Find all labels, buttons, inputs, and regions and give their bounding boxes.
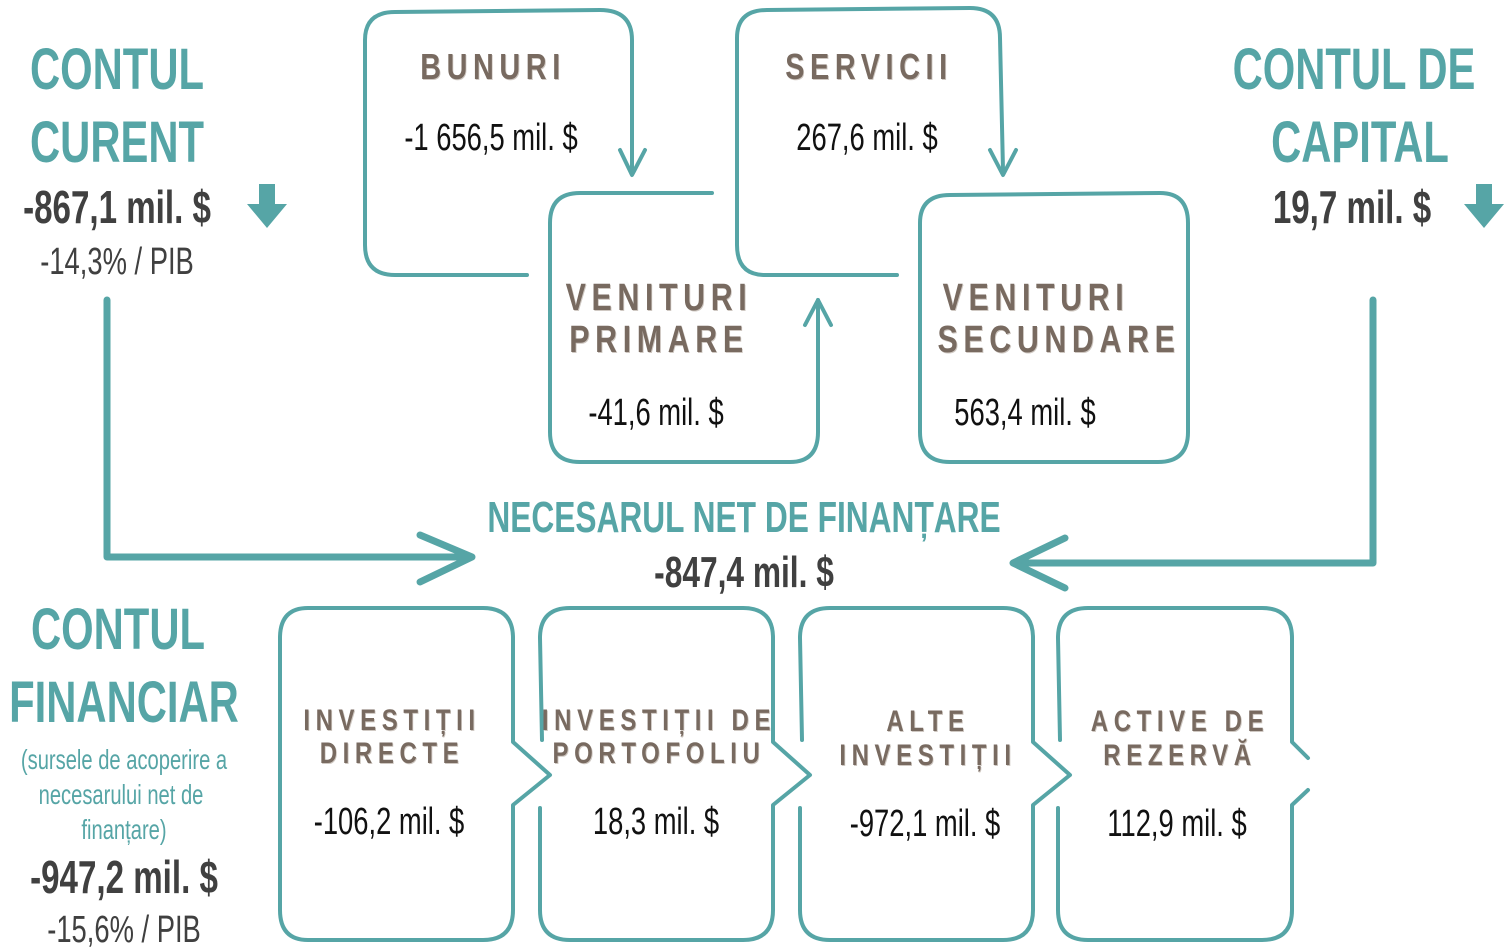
primary-income-arrow (803, 298, 833, 327)
financial-account-value: -947,2 mil. $ (30, 851, 218, 903)
reserve-assets-value: 112,9 mil. $ (1107, 803, 1247, 845)
other-investment-label-line2: INVESTIȚII (839, 739, 1017, 772)
financial-account-title-line2: FINANCIAR (9, 670, 239, 735)
goods-label: BUNURI (420, 46, 566, 87)
current-account-value: -867,1 mil. $ (23, 181, 211, 233)
primary-income-box-outline (548, 191, 820, 464)
reserve-assets-label-line2: REZERVĂ (1103, 739, 1257, 772)
net-financing-title: NECESARUL NET DE FINANȚARE (487, 493, 1001, 542)
secondary-income-label-line2: SECUNDARE (937, 319, 1181, 361)
secondary-income-value: 563,4 mil. $ (954, 392, 1096, 434)
secondary-income-label-line1: VENITURI (942, 277, 1130, 319)
primary-income-label-line1: VENITURI (565, 277, 753, 319)
net-financing-value: -847,4 mil. $ (654, 548, 834, 597)
direct-investment-label-line2: DIRECTE (319, 737, 465, 770)
current-account-title-line2: CURENT (29, 110, 205, 175)
capital-to-net-arrow (1011, 296, 1377, 567)
financial-boxes-outline (278, 606, 1310, 942)
capital-account-title-line2: CAPITAL (1271, 110, 1449, 175)
portfolio-investment-label-line2: PORTOFOLIU (552, 737, 766, 770)
goods-value: -1 656,5 mil. $ (404, 117, 578, 159)
goods-box-outline (363, 8, 634, 277)
direct-investment-value: -106,2 mil. $ (313, 801, 465, 843)
services-value: 267,6 mil. $ (796, 117, 938, 159)
financial-account-subtitle-line3: finanțare) (81, 814, 167, 845)
current-to-net-arrow (103, 296, 474, 561)
portfolio-investment-label-line1: INVESTIȚII DE (541, 704, 777, 737)
services-label: SERVICII (785, 46, 953, 87)
goods-arrow (618, 148, 647, 177)
reserve-assets-label-line1: ACTIVE DE (1090, 705, 1270, 738)
capital-account-down-arrow-icon (1464, 184, 1504, 228)
secondary-income-box-outline (918, 191, 1190, 464)
primary-income-value: -41,6 mil. $ (588, 392, 724, 434)
current-account-title-line1: CONTUL (30, 37, 204, 102)
financial-account-title-line1: CONTUL (31, 597, 205, 662)
services-box-outline (735, 6, 1005, 277)
current-account-down-arrow-icon (247, 184, 287, 228)
direct-investment-label-line1: INVESTIȚII (303, 704, 481, 737)
financial-account-subtitle-line1: (sursele de acoperire a (20, 744, 228, 775)
capital-account-title-line1: CONTUL DE (1232, 37, 1476, 102)
current-account-gdp-share: -14,3% / PIB (40, 241, 194, 283)
services-arrow (988, 148, 1018, 177)
other-investment-label-line1: ALTE (886, 705, 970, 738)
other-investment-value: -972,1 mil. $ (849, 803, 1001, 845)
financial-account-gdp-share: -15,6% / PIB (47, 909, 201, 951)
portfolio-investment-value: 18,3 mil. $ (592, 801, 720, 843)
capital-account-value: 19,7 mil. $ (1272, 181, 1432, 233)
financial-account-subtitle-line2: necesarului net de (38, 779, 204, 810)
primary-income-label-line2: PRIMARE (569, 319, 749, 361)
